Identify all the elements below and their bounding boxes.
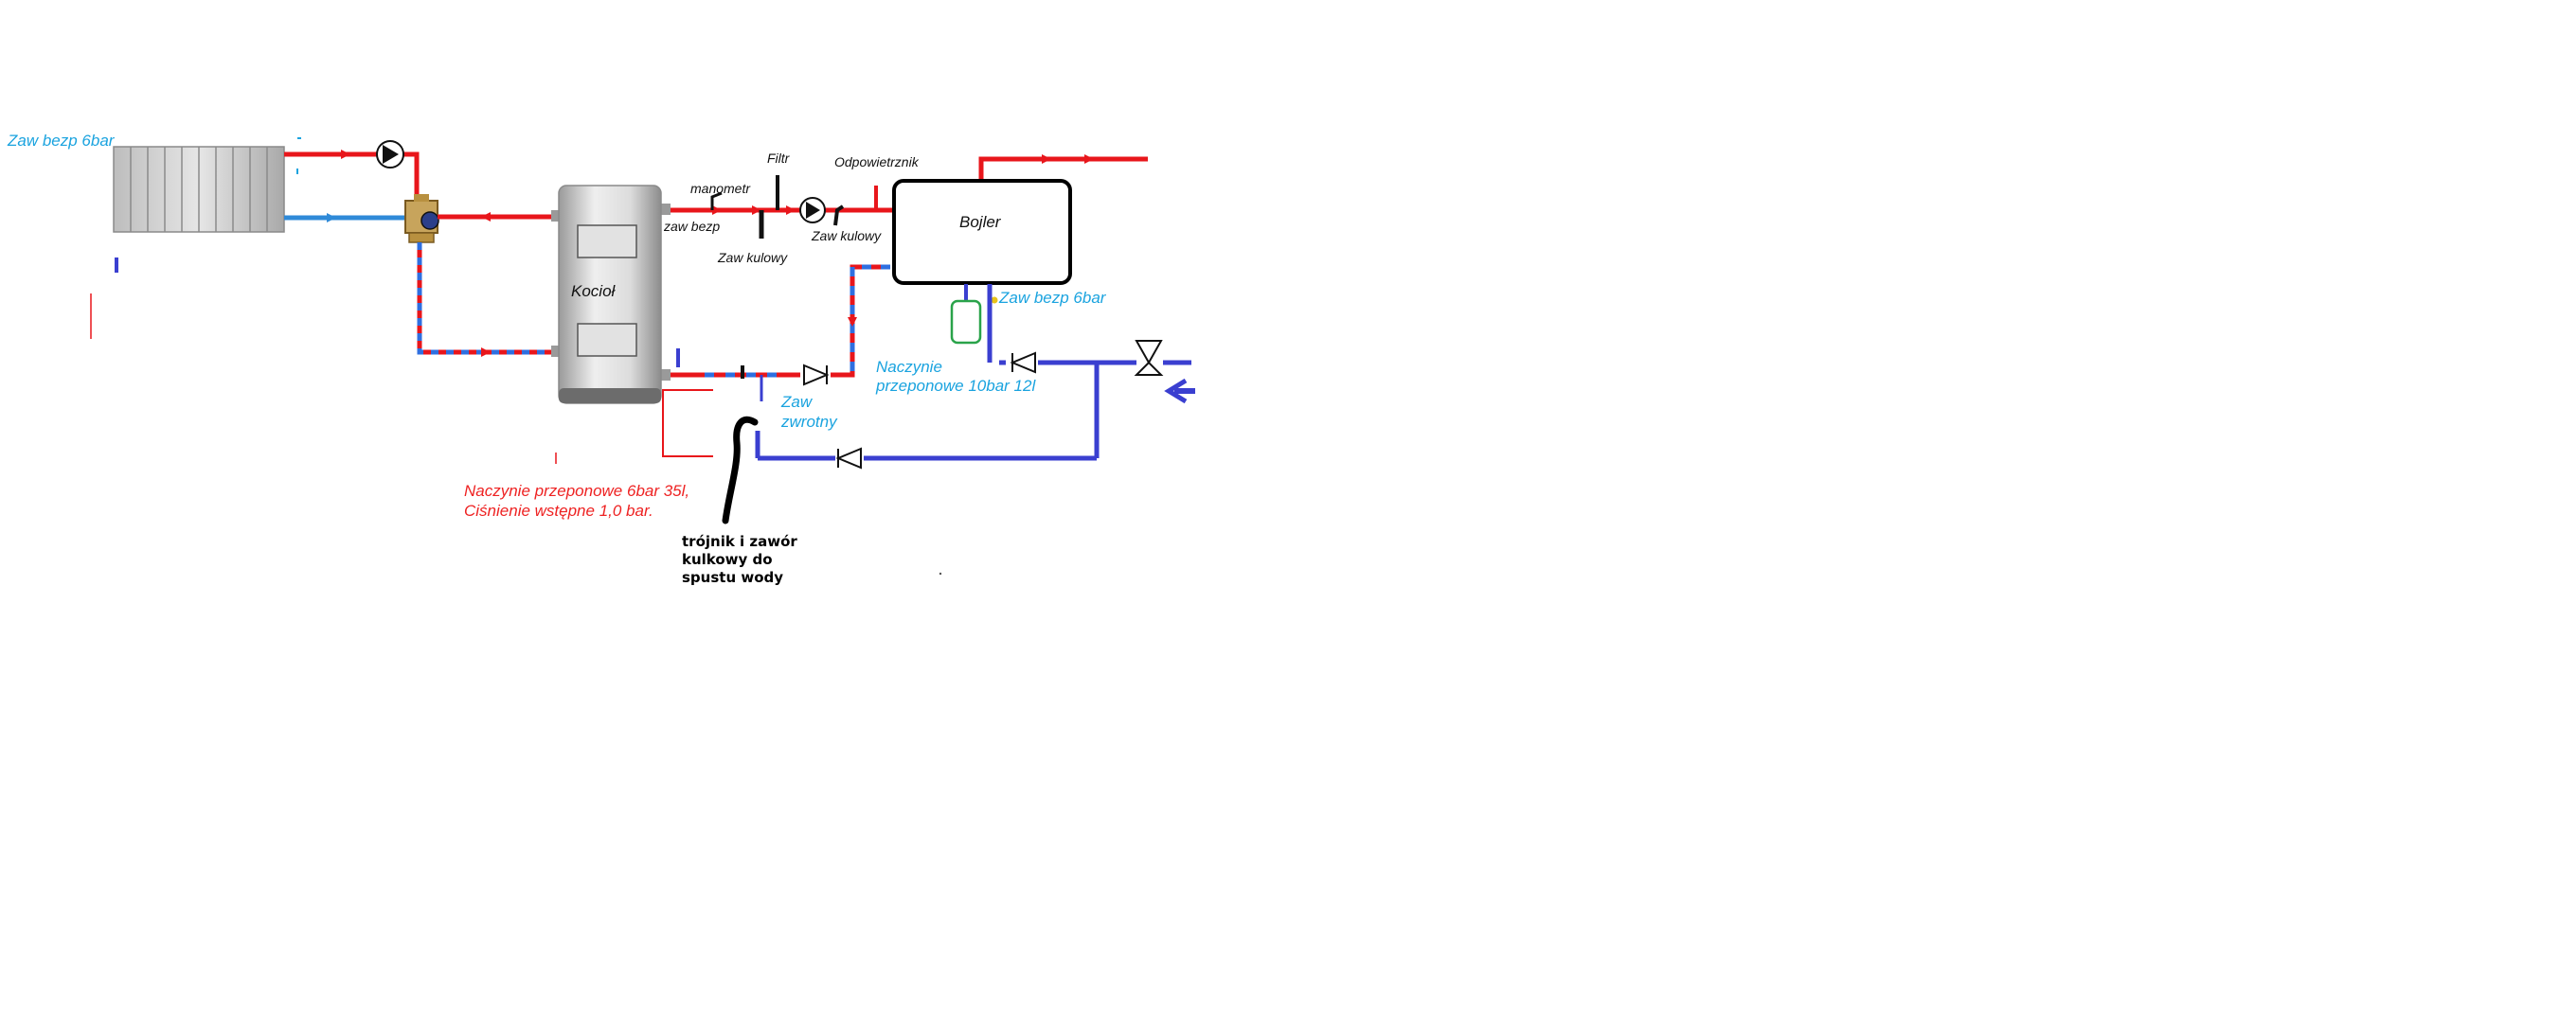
pump-icon — [376, 140, 404, 169]
safety-valve-icon — [710, 191, 723, 210]
radiator-safety-valve-label: Zaw bezp 6bar — [8, 132, 115, 150]
inlet-arrow-icon — [1164, 378, 1195, 404]
expansion-vessel-icon — [662, 389, 713, 457]
drain-note-label: trójnik i zawór kulkowy do spustu wody — [682, 533, 797, 586]
hot-water-pipe — [978, 154, 1148, 181]
gate-valve-icon — [1134, 340, 1164, 376]
filter-label: Filtr — [767, 151, 790, 166]
radiator-return-pipe — [284, 213, 405, 222]
check-valve-icon — [800, 364, 831, 386]
radiator-icon — [113, 146, 285, 233]
tank-expansion-vessel-label-1: Naczynie — [876, 358, 942, 376]
ball-valve-label-2: Zaw kulowy — [812, 228, 882, 243]
check-valve-label-2: zwrotny — [781, 413, 837, 431]
check-valve-label-1: Zaw — [781, 393, 813, 411]
boiler-icon — [551, 185, 671, 404]
expansion-vessel-icon — [950, 284, 982, 345]
check-valve-icon — [1008, 351, 1038, 374]
boiler-supply-pipe — [438, 212, 551, 222]
cold-water-pipe — [755, 284, 1191, 461]
tank-expansion-vessel-label-2: przeponowe 10bar 12l — [876, 377, 1036, 395]
boiler-label: Kocioł — [571, 282, 616, 300]
ball-valve-icon — [833, 204, 845, 226]
ball-valve-label-1: Zaw kulowy — [718, 250, 788, 265]
safety-valve-icon — [991, 296, 998, 304]
safety-valve-label: zaw bezp — [664, 219, 721, 234]
heating-vessel-label-1: Naczynie przeponowe 6bar 35l, — [464, 482, 690, 500]
drain-line — [722, 416, 759, 524]
boiler-return-pipe — [417, 242, 551, 357]
tank-return-pipe — [671, 264, 890, 378]
stray-mark — [939, 572, 942, 576]
tank-supply-pipe — [671, 205, 894, 215]
heating-vessel-label-2: Ciśnienie wstępne 1,0 bar. — [464, 502, 653, 520]
tank-label: Bojler — [959, 213, 1001, 231]
tank-safety-valve-label: Zaw bezp 6bar — [999, 289, 1106, 307]
pump-icon — [799, 197, 826, 223]
tank-icon — [892, 179, 1072, 285]
mixing-valve-icon — [404, 194, 439, 243]
check-valve-icon — [835, 447, 864, 470]
air-vent-label: Odpowietrznik — [834, 154, 919, 169]
manometer-label: manometr — [690, 181, 751, 196]
